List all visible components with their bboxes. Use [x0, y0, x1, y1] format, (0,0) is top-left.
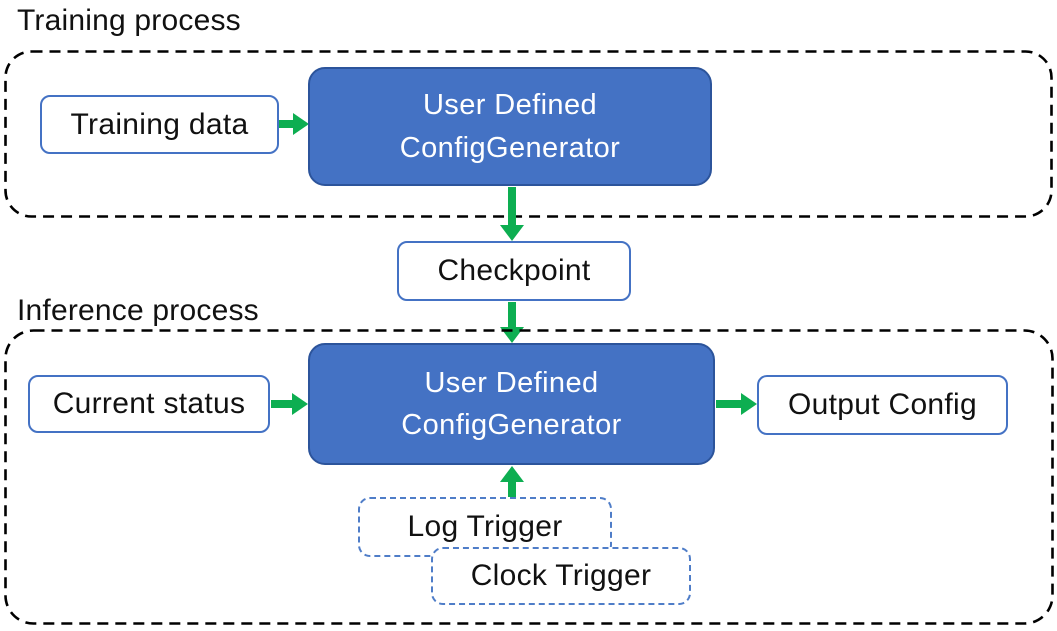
- inference-process-container: [4, 329, 1054, 625]
- checkpoint-node: Checkpoint: [397, 241, 631, 301]
- arrow-shaft: [279, 120, 293, 128]
- output-config-node: Output Config: [757, 375, 1008, 435]
- training-process-title: Training process: [17, 4, 241, 37]
- arrow-head-down-icon: [500, 225, 524, 241]
- training-data-node: Training data: [40, 95, 279, 154]
- inference-generator-label-line2: ConfigGenerator: [401, 409, 622, 441]
- training-generator-label-line1: User Defined: [422, 89, 598, 122]
- inference-process-title: Inference process: [17, 294, 259, 327]
- clock-trigger-node: Clock Trigger: [431, 547, 691, 605]
- arrow-head-up-icon: [500, 466, 524, 482]
- arrow-generator-to-checkpoint: [500, 187, 524, 241]
- training-process-container: [4, 50, 1053, 218]
- arrow-head-right-icon: [292, 393, 308, 415]
- arrow-head-right-icon: [741, 393, 757, 415]
- arrow-shaft: [508, 187, 516, 225]
- current-status-node: Current status: [28, 375, 270, 433]
- arrow-current-status-to-generator: [271, 393, 308, 415]
- arrow-triggers-to-generator: [500, 466, 524, 497]
- inference-generator-label-line1: User Defined: [424, 366, 599, 399]
- arrow-shaft: [508, 302, 516, 327]
- arrow-generator-to-output-config: [716, 393, 757, 415]
- inference-generator-node: User Defined ConfigGenerator: [308, 343, 715, 465]
- arrow-shaft: [271, 400, 292, 408]
- arrow-shaft: [716, 400, 741, 408]
- arrow-training-data-to-generator: [279, 113, 309, 135]
- training-generator-node: User Defined ConfigGenerator: [308, 67, 712, 186]
- arrow-shaft: [508, 482, 516, 497]
- arrow-head-right-icon: [293, 113, 309, 135]
- training-generator-label-line2: ConfigGenerator: [399, 131, 621, 164]
